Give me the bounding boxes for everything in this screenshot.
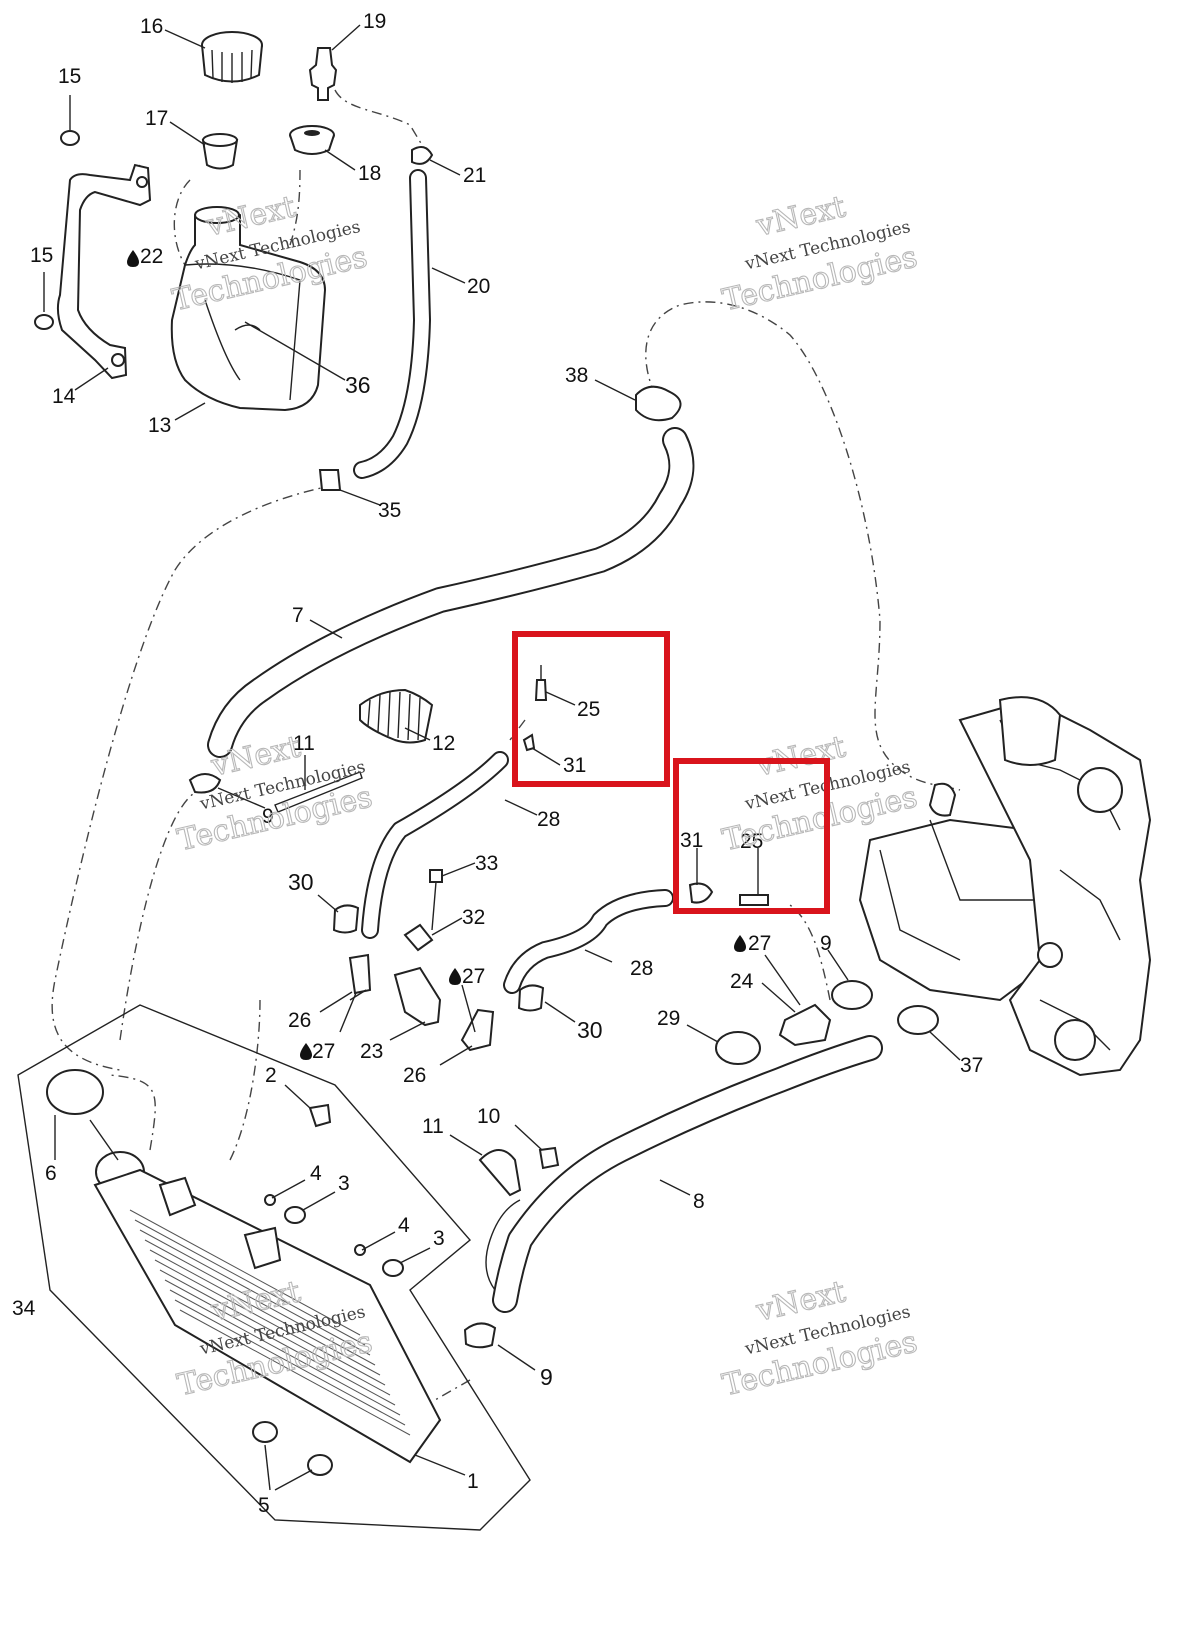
callout-30: 30 — [577, 1017, 603, 1043]
coolant-reservoir — [34, 31, 434, 412]
callout-26: 26 — [288, 1009, 311, 1032]
callout-13: 13 — [148, 414, 171, 437]
callout-18: 18 — [358, 162, 381, 185]
callout-17: 17 — [145, 107, 168, 130]
highlight-boxes — [512, 631, 830, 914]
callout-27: 27 — [748, 932, 771, 955]
callout-19: 19 — [363, 10, 386, 33]
callout-25: 25 — [740, 830, 763, 853]
callout-3: 3 — [338, 1172, 350, 1195]
callout-3: 3 — [433, 1227, 445, 1250]
callout-23: 23 — [360, 1040, 383, 1063]
callout-7: 7 — [292, 604, 304, 627]
callout-2: 2 — [265, 1064, 277, 1087]
callout-15: 15 — [58, 65, 81, 88]
callout-25: 25 — [577, 698, 600, 721]
callout-32: 32 — [462, 906, 485, 929]
callout-12: 12 — [432, 732, 455, 755]
callout-30: 30 — [288, 869, 314, 895]
callout-14: 14 — [52, 385, 76, 408]
callout-10: 10 — [477, 1105, 500, 1128]
callout-9: 9 — [540, 1364, 553, 1390]
callout-27: 27 — [462, 965, 485, 988]
radiator-assembly — [17, 1004, 531, 1531]
callout-15: 15 — [30, 244, 53, 267]
callout-16: 16 — [140, 15, 163, 38]
callout-29: 29 — [657, 1007, 680, 1030]
callout-11: 11 — [293, 732, 315, 755]
small-parts — [188, 385, 939, 1349]
callout-9: 9 — [262, 805, 274, 828]
callout-38: 38 — [565, 364, 588, 387]
leader-lines — [43, 24, 961, 1491]
callout-36: 36 — [345, 372, 371, 398]
droplet-icon — [734, 935, 746, 952]
droplet-icon — [127, 250, 139, 267]
callout-6: 6 — [45, 1162, 57, 1185]
callout-11: 11 — [422, 1115, 444, 1138]
droplet-icon — [449, 968, 461, 985]
callout-26: 26 — [403, 1064, 426, 1087]
callout-20: 20 — [467, 275, 490, 298]
highlight-box-fitting-lower — [673, 758, 830, 914]
callout-31: 31 — [563, 754, 586, 777]
callout-35: 35 — [378, 499, 401, 522]
callout-4: 4 — [310, 1162, 322, 1185]
callout-9: 9 — [820, 932, 832, 955]
engine-block — [858, 696, 1152, 1077]
callout-27: 27 — [312, 1040, 335, 1063]
callout-33: 33 — [475, 852, 498, 875]
callout-5: 5 — [258, 1494, 270, 1517]
callout-1: 1 — [467, 1470, 479, 1493]
callout-28: 28 — [630, 957, 653, 980]
routing-lines — [51, 89, 961, 1401]
callout-34: 34 — [12, 1297, 36, 1320]
highlight-box-fitting-upper — [512, 631, 670, 787]
droplet-icons — [127, 250, 746, 1060]
callout-4: 4 — [398, 1214, 410, 1237]
callout-31: 31 — [680, 829, 703, 852]
callout-28: 28 — [537, 808, 560, 831]
hoses — [207, 169, 883, 1313]
callout-8: 8 — [693, 1190, 705, 1213]
callout-24: 24 — [730, 970, 754, 993]
callout-labels: 16 19 15 17 18 21 22 15 20 36 14 13 38 3… — [12, 10, 983, 1517]
callout-21: 21 — [463, 164, 486, 187]
callout-37: 37 — [960, 1054, 983, 1077]
droplet-icon — [300, 1043, 312, 1060]
callout-22: 22 — [140, 245, 163, 268]
